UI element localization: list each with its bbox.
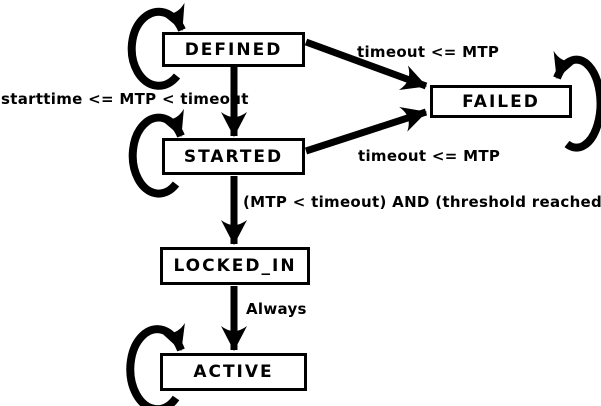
- edge-started-to-failed: [304, 107, 428, 155]
- state-active-label: ACTIVE: [193, 362, 274, 382]
- self-loop-active: [126, 322, 185, 406]
- state-defined-label: DEFINED: [184, 39, 283, 60]
- state-started: STARTED: [162, 138, 305, 175]
- state-started-label: STARTED: [183, 146, 284, 167]
- state-defined: DEFINED: [162, 32, 305, 67]
- edge-label-locked-in-to-active: Always: [246, 300, 307, 318]
- edge-label-started-to-locked-in: (MTP < timeout) AND (threshold reached): [243, 193, 601, 211]
- state-failed-label: FAILED: [462, 91, 540, 112]
- edge-label-defined-to-started: starttime <= MTP < timeout: [1, 90, 249, 108]
- state-failed: FAILED: [430, 85, 572, 118]
- self-loop-started: [128, 108, 185, 198]
- self-loop-defined: [127, 2, 186, 90]
- state-locked-in: LOCKED_IN: [160, 247, 310, 285]
- edge-defined-to-failed: [304, 38, 428, 90]
- self-loop-failed: [553, 50, 601, 152]
- edge-label-started-to-failed: timeout <= MTP: [358, 147, 501, 165]
- state-active: ACTIVE: [160, 353, 307, 391]
- edge-label-defined-to-failed: timeout <= MTP: [357, 43, 500, 61]
- state-locked-in-label: LOCKED_IN: [173, 256, 297, 276]
